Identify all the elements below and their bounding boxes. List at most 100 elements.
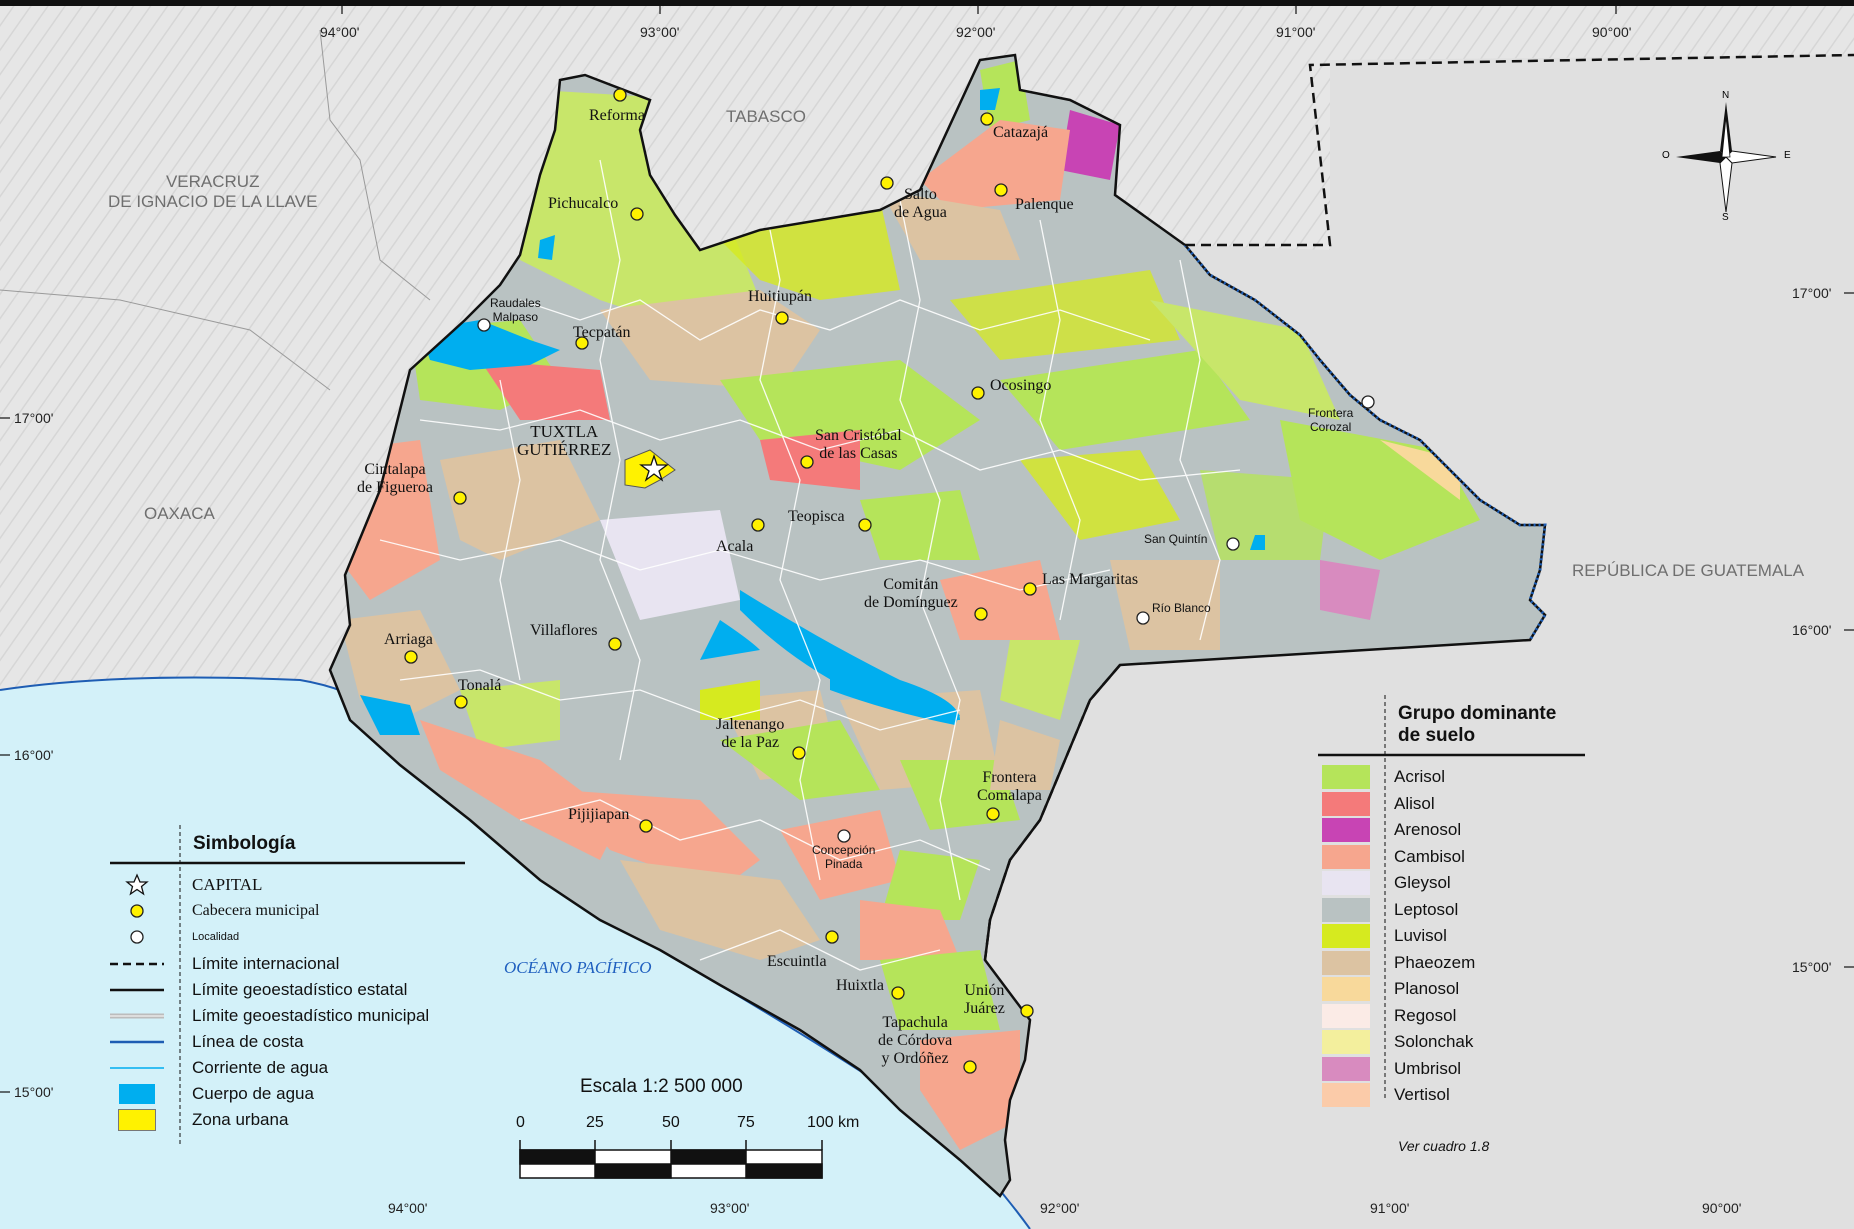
city-label: Pijijiapan <box>568 806 630 823</box>
soil-legend-item: Regosol <box>1322 1003 1456 1029</box>
city-label: Tecpatán <box>573 324 631 341</box>
coord-top-90: 90°00' <box>1592 24 1632 40</box>
soil-legend-item: Cambisol <box>1322 844 1465 870</box>
locality-label: Río Blanco <box>1152 601 1211 615</box>
scale-tick: 75 <box>737 1114 755 1131</box>
compass-s: S <box>1722 212 1729 223</box>
thin-blue-line-icon <box>110 1056 164 1080</box>
compass-n: N <box>1722 90 1730 101</box>
soil-legend-item: Gleysol <box>1322 870 1451 896</box>
coord-left-15: 15°00' <box>14 1084 54 1100</box>
gray-line-icon <box>110 1004 164 1028</box>
soil-legend-item: Phaeozem <box>1322 950 1475 976</box>
soil-swatch <box>1322 765 1370 789</box>
soil-label: Phaeozem <box>1394 952 1476 972</box>
coord-right-15: 15°00' <box>1792 959 1832 975</box>
coord-right-17: 17°00' <box>1792 285 1832 301</box>
city-label: Teopisca <box>788 508 845 525</box>
city-label: Unión Juárez <box>964 982 1005 1017</box>
legend-label: CAPITAL <box>192 875 263 894</box>
dashed-line-icon <box>110 952 164 976</box>
soil-label: Planosol <box>1394 979 1460 998</box>
city-label: Catazajá <box>993 124 1049 141</box>
coord-bottom-92: 92°00' <box>1040 1200 1080 1216</box>
city-label: Reforma <box>589 107 645 124</box>
compass-rose-icon <box>1676 102 1777 213</box>
city-label: Tapachula de Córdova y Ordóñez <box>878 1014 953 1067</box>
scale-tick: 25 <box>586 1114 604 1131</box>
soil-legend-item: Arenosol <box>1322 817 1461 843</box>
city-label: Acala <box>716 538 754 555</box>
scale-tick: 100 <box>807 1114 834 1131</box>
soil-label: Luvisol <box>1394 926 1447 945</box>
soil-legend-item: Umbrisol <box>1322 1056 1461 1082</box>
soil-swatch <box>1322 924 1370 948</box>
legend-label: Zona urbana <box>192 1110 289 1129</box>
city-label: Ocosingo <box>990 377 1052 394</box>
coord-right-16: 16°00' <box>1792 622 1832 638</box>
coord-top-91: 91°00' <box>1276 24 1316 40</box>
legend-item-cabecera: Cabecera municipal <box>110 899 320 923</box>
legend-item-water: Cuerpo de agua <box>110 1082 314 1106</box>
legend-item-stream: Corriente de agua <box>110 1056 328 1080</box>
legend-title: Simbología <box>193 833 296 854</box>
soil-swatch <box>1322 871 1370 895</box>
coord-left-17: 17°00' <box>14 410 54 426</box>
soil-swatch <box>1322 897 1370 922</box>
soil-legend-item: Planosol <box>1322 976 1459 1002</box>
coord-bottom-91: 91°00' <box>1370 1200 1410 1216</box>
soil-swatch <box>1322 1003 1370 1028</box>
soil-label: Arenosol <box>1394 820 1462 839</box>
legend-item-state: Límite geoestadístico estatal <box>110 978 407 1002</box>
city-label: Tonalá <box>458 677 502 694</box>
legend-item-municipal: Límite geoestadístico municipal <box>110 1004 429 1028</box>
legend-label: Límite geoestadístico municipal <box>192 1006 430 1025</box>
legend-label: Localidad <box>192 931 240 943</box>
soil-legend-item: Leptosol <box>1322 897 1458 923</box>
label-ocean: OCÉANO PACÍFICO <box>504 958 652 977</box>
soil-legend-item: Vertisol <box>1322 1082 1450 1108</box>
legend-item-capital: CAPITAL <box>110 873 262 897</box>
soil-swatch <box>1322 1056 1370 1081</box>
coord-bottom-90: 90°00' <box>1702 1200 1742 1216</box>
white-dot-icon <box>110 925 164 949</box>
soil-label: Cambisol <box>1394 846 1465 866</box>
legend-label: Cuerpo de agua <box>192 1084 314 1103</box>
soil-label: Gleysol <box>1394 873 1451 892</box>
city-label: Escuintla <box>767 953 827 970</box>
city-label: Comitán de Domínguez <box>864 576 958 611</box>
city-label: Cintalapa de Figueroa <box>357 461 433 496</box>
soil-legend-item: Alisol <box>1322 791 1435 817</box>
capital-star-icon <box>639 453 669 482</box>
legend-label: Límite internacional <box>192 954 340 973</box>
star-icon <box>110 873 164 897</box>
coord-top-93: 93°00' <box>640 24 680 40</box>
soil-swatch <box>1322 1083 1370 1107</box>
soil-swatch <box>1322 818 1370 842</box>
city-label: Salto de Agua <box>894 186 947 221</box>
legend-item-coast: Línea de costa <box>110 1030 304 1054</box>
legend-item-intl: Límite internacional <box>110 952 339 976</box>
coord-bottom-94: 94°00' <box>388 1200 428 1216</box>
soil-swatch <box>1322 791 1370 816</box>
soil-legend-item: Solonchak <box>1322 1029 1473 1055</box>
city-label: Huitiupán <box>748 288 812 305</box>
scale-tick: 0 <box>516 1114 525 1131</box>
soil-label: Leptosol <box>1394 899 1459 919</box>
soil-label: Alisol <box>1394 793 1435 813</box>
locality-label: Raudales Malpaso <box>490 296 541 324</box>
locality-label: Concepción Pinada <box>812 843 876 871</box>
water-swatch-icon <box>110 1082 164 1106</box>
coord-left-16: 16°00' <box>14 747 54 763</box>
scale-tick: 50 <box>662 1114 680 1131</box>
soil-label: Vertisol <box>1394 1085 1450 1104</box>
city-label: Palenque <box>1015 196 1074 213</box>
scale-unit: km <box>838 1114 860 1131</box>
coord-top-92: 92°00' <box>956 24 996 40</box>
city-label: Villaflores <box>530 622 598 639</box>
city-label: Pichucalco <box>548 195 619 212</box>
soil-legend-item: Luvisol <box>1322 923 1447 949</box>
city-label: Huixtla <box>836 977 884 994</box>
yellow-dot-icon <box>110 899 164 923</box>
